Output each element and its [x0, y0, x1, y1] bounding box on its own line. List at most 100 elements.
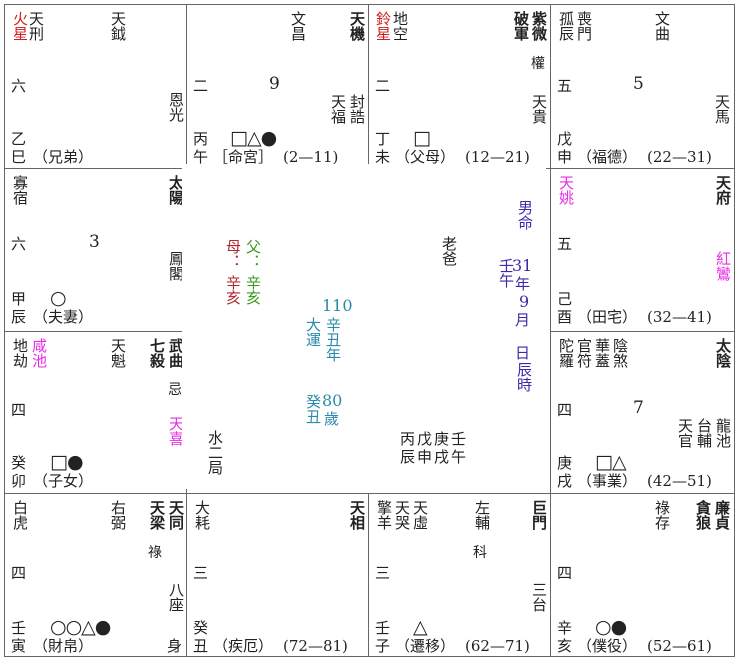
palace-xu[interactable]: 陀羅 官符 華蓋 陰煞 太陰 四 7 天官 台輔 龍池 庚 □△ 戌 （事業） …: [550, 331, 735, 494]
star-ziwei: 紫微: [530, 11, 548, 41]
star-huoxing: 火星: [11, 11, 29, 41]
mother-label: 母：: [224, 239, 242, 269]
star-longchi: 龍池: [714, 418, 732, 448]
palace-stem: 戊: [557, 130, 573, 148]
palace-chou[interactable]: 大耗 天相 三 癸 丑 （疾厄） (72—81): [186, 493, 369, 657]
transform-symbols: □●: [50, 451, 84, 473]
palace-level: 六: [11, 77, 27, 95]
palace-stem: 丁: [375, 130, 391, 148]
palace-you[interactable]: 天姚 天府 五 紅鸞 己 酉 （田宅） (32—41): [550, 168, 735, 332]
palace-branch: 辰: [11, 308, 27, 326]
palace-mao[interactable]: 地劫 咸池 天魁 七殺 武曲 忌 四 天喜 癸 □● 卯 （子女）: [4, 331, 187, 494]
birth-year: 31: [512, 256, 533, 275]
palace-branch: 未: [375, 148, 391, 166]
four-pillars-branches: 辰申戌午: [400, 448, 469, 466]
star-tianfu-minor: 天福: [329, 94, 347, 124]
star-yinsha: 陰煞: [611, 338, 629, 368]
palace-shen[interactable]: 孤辰 喪門 文曲 五 5 天馬 戊 申 （福德） (22—31): [550, 4, 735, 169]
current-year-ganzhi: 辛丑年: [324, 317, 342, 362]
father-label: 父：: [244, 239, 262, 269]
star-tianguan: 天官: [676, 418, 694, 448]
star-guanfu: 官符: [575, 338, 593, 368]
palace-branch: 卯: [11, 472, 27, 490]
star-youbi: 右弼: [109, 500, 127, 530]
star-tianxing: 天刑: [27, 11, 45, 41]
star-dahao: 大耗: [193, 500, 211, 530]
palace-name: （父母）: [395, 148, 456, 166]
star-hongluan: 紅鸞: [714, 251, 732, 281]
star-baihu: 白虎: [11, 500, 29, 530]
palace-yin[interactable]: 白虎 右弼 天梁 天同 祿 四 八座 壬 ○○△● 寅 （財帛） 身: [4, 493, 187, 657]
year-suffix: 年: [515, 275, 531, 293]
palace-hai[interactable]: 祿存 貪狼 廉貞 四 辛 ○● 亥 （僕役） (52—61): [550, 493, 735, 657]
star-tianxi: 天喜: [167, 416, 185, 446]
transform-symbols: □△: [595, 451, 627, 473]
star-huagai: 華蓋: [593, 338, 611, 368]
sihua-lu: 祿: [148, 545, 162, 561]
star-guasu: 寡宿: [11, 175, 29, 205]
star-tianliang: 天梁: [148, 500, 166, 530]
star-qingyang: 擎羊: [375, 500, 393, 530]
birth-year-ganzhi: 壬午: [497, 258, 515, 288]
palace-wu[interactable]: 文昌 天機 二 9 天福 封誥 丙 □△● 午 ［命宮］ (2—11): [186, 4, 369, 169]
palace-stem: 癸: [11, 454, 27, 472]
star-tianxu: 天虛: [411, 500, 429, 530]
star-tianyao: 天姚: [557, 175, 575, 205]
star-zuofu: 左輔: [473, 500, 491, 530]
palace-name: （子女）: [33, 472, 94, 490]
transform-symbols: △: [413, 616, 428, 638]
star-lianzhen: 廉貞: [713, 500, 731, 530]
palace-branch: 戌: [557, 472, 573, 490]
star-enguang: 恩光: [167, 92, 185, 122]
palace-level: 四: [11, 564, 27, 582]
palace-wei[interactable]: 鈴星 地空 破軍 紫微 權 二 天貴 丁 □ 未 （父母） (12—21): [368, 4, 551, 169]
palace-range: (42—51): [647, 472, 712, 490]
star-tuoluo: 陀羅: [557, 338, 575, 368]
transform-symbols: ○●: [595, 616, 627, 638]
palace-branch: 酉: [557, 308, 573, 326]
palace-number: 7: [633, 398, 644, 418]
palace-level: 六: [11, 235, 27, 253]
transform-symbols: □△●: [230, 127, 277, 149]
palace-zi[interactable]: 擎羊 天哭 天虛 左輔 巨門 科 三 三台 壬 △ 子 （遷移） (62—71): [368, 493, 551, 657]
palace-name: （事業）: [577, 472, 638, 490]
star-tanlang: 貪狼: [694, 500, 712, 530]
age-ganzhi: 癸丑: [304, 394, 322, 424]
dayun-label: 大運: [304, 317, 322, 347]
five-element-bureau: 水二局: [206, 430, 224, 475]
palace-name: ［命宮］: [213, 148, 274, 166]
star-wuqu: 武曲: [167, 338, 185, 368]
palace-level: 四: [557, 401, 573, 419]
star-bazuo: 八座: [167, 582, 185, 612]
palace-number: 9: [269, 74, 280, 94]
palace-branch: 午: [193, 148, 209, 166]
palace-range: (12—21): [465, 148, 530, 166]
transform-symbols: ○○△●: [50, 616, 111, 638]
age-number: 80: [322, 391, 343, 410]
star-tianyue: 天鉞: [109, 11, 127, 41]
star-sangmen: 喪門: [575, 11, 593, 41]
palace-si[interactable]: 火星 天刑 天鉞 六 恩光 乙 巳 （兄弟）: [4, 4, 187, 169]
star-tianku: 天哭: [393, 500, 411, 530]
palace-name: （福德）: [577, 148, 638, 166]
palace-level: 三: [193, 564, 209, 582]
palace-branch: 申: [557, 148, 573, 166]
palace-branch: 子: [375, 637, 391, 655]
palace-stem: 丙: [193, 130, 209, 148]
palace-level: 五: [557, 77, 573, 95]
transform-symbols: ○: [50, 287, 67, 309]
palace-name: （兄弟）: [33, 148, 94, 166]
four-pillars-stems: 丙戊庚壬: [400, 430, 469, 448]
palace-range: (72—81): [283, 637, 348, 655]
palace-chen[interactable]: 寡宿 太陽 六 3 鳳閣 甲 ○ 辰 （夫妻）: [4, 168, 187, 332]
body-palace-marker: 身: [167, 637, 183, 655]
birth-day-label: 日: [515, 344, 531, 362]
father-ganzhi: 辛亥: [244, 275, 262, 305]
palace-level: 三: [375, 564, 391, 582]
palace-stem: 己: [557, 290, 573, 308]
star-fengge: 鳳閣: [167, 251, 185, 281]
palace-stem: 辛: [557, 619, 573, 637]
palace-range: (22—31): [647, 148, 712, 166]
star-dikong: 地空: [391, 11, 409, 41]
sihua-ji: 忌: [168, 382, 182, 398]
